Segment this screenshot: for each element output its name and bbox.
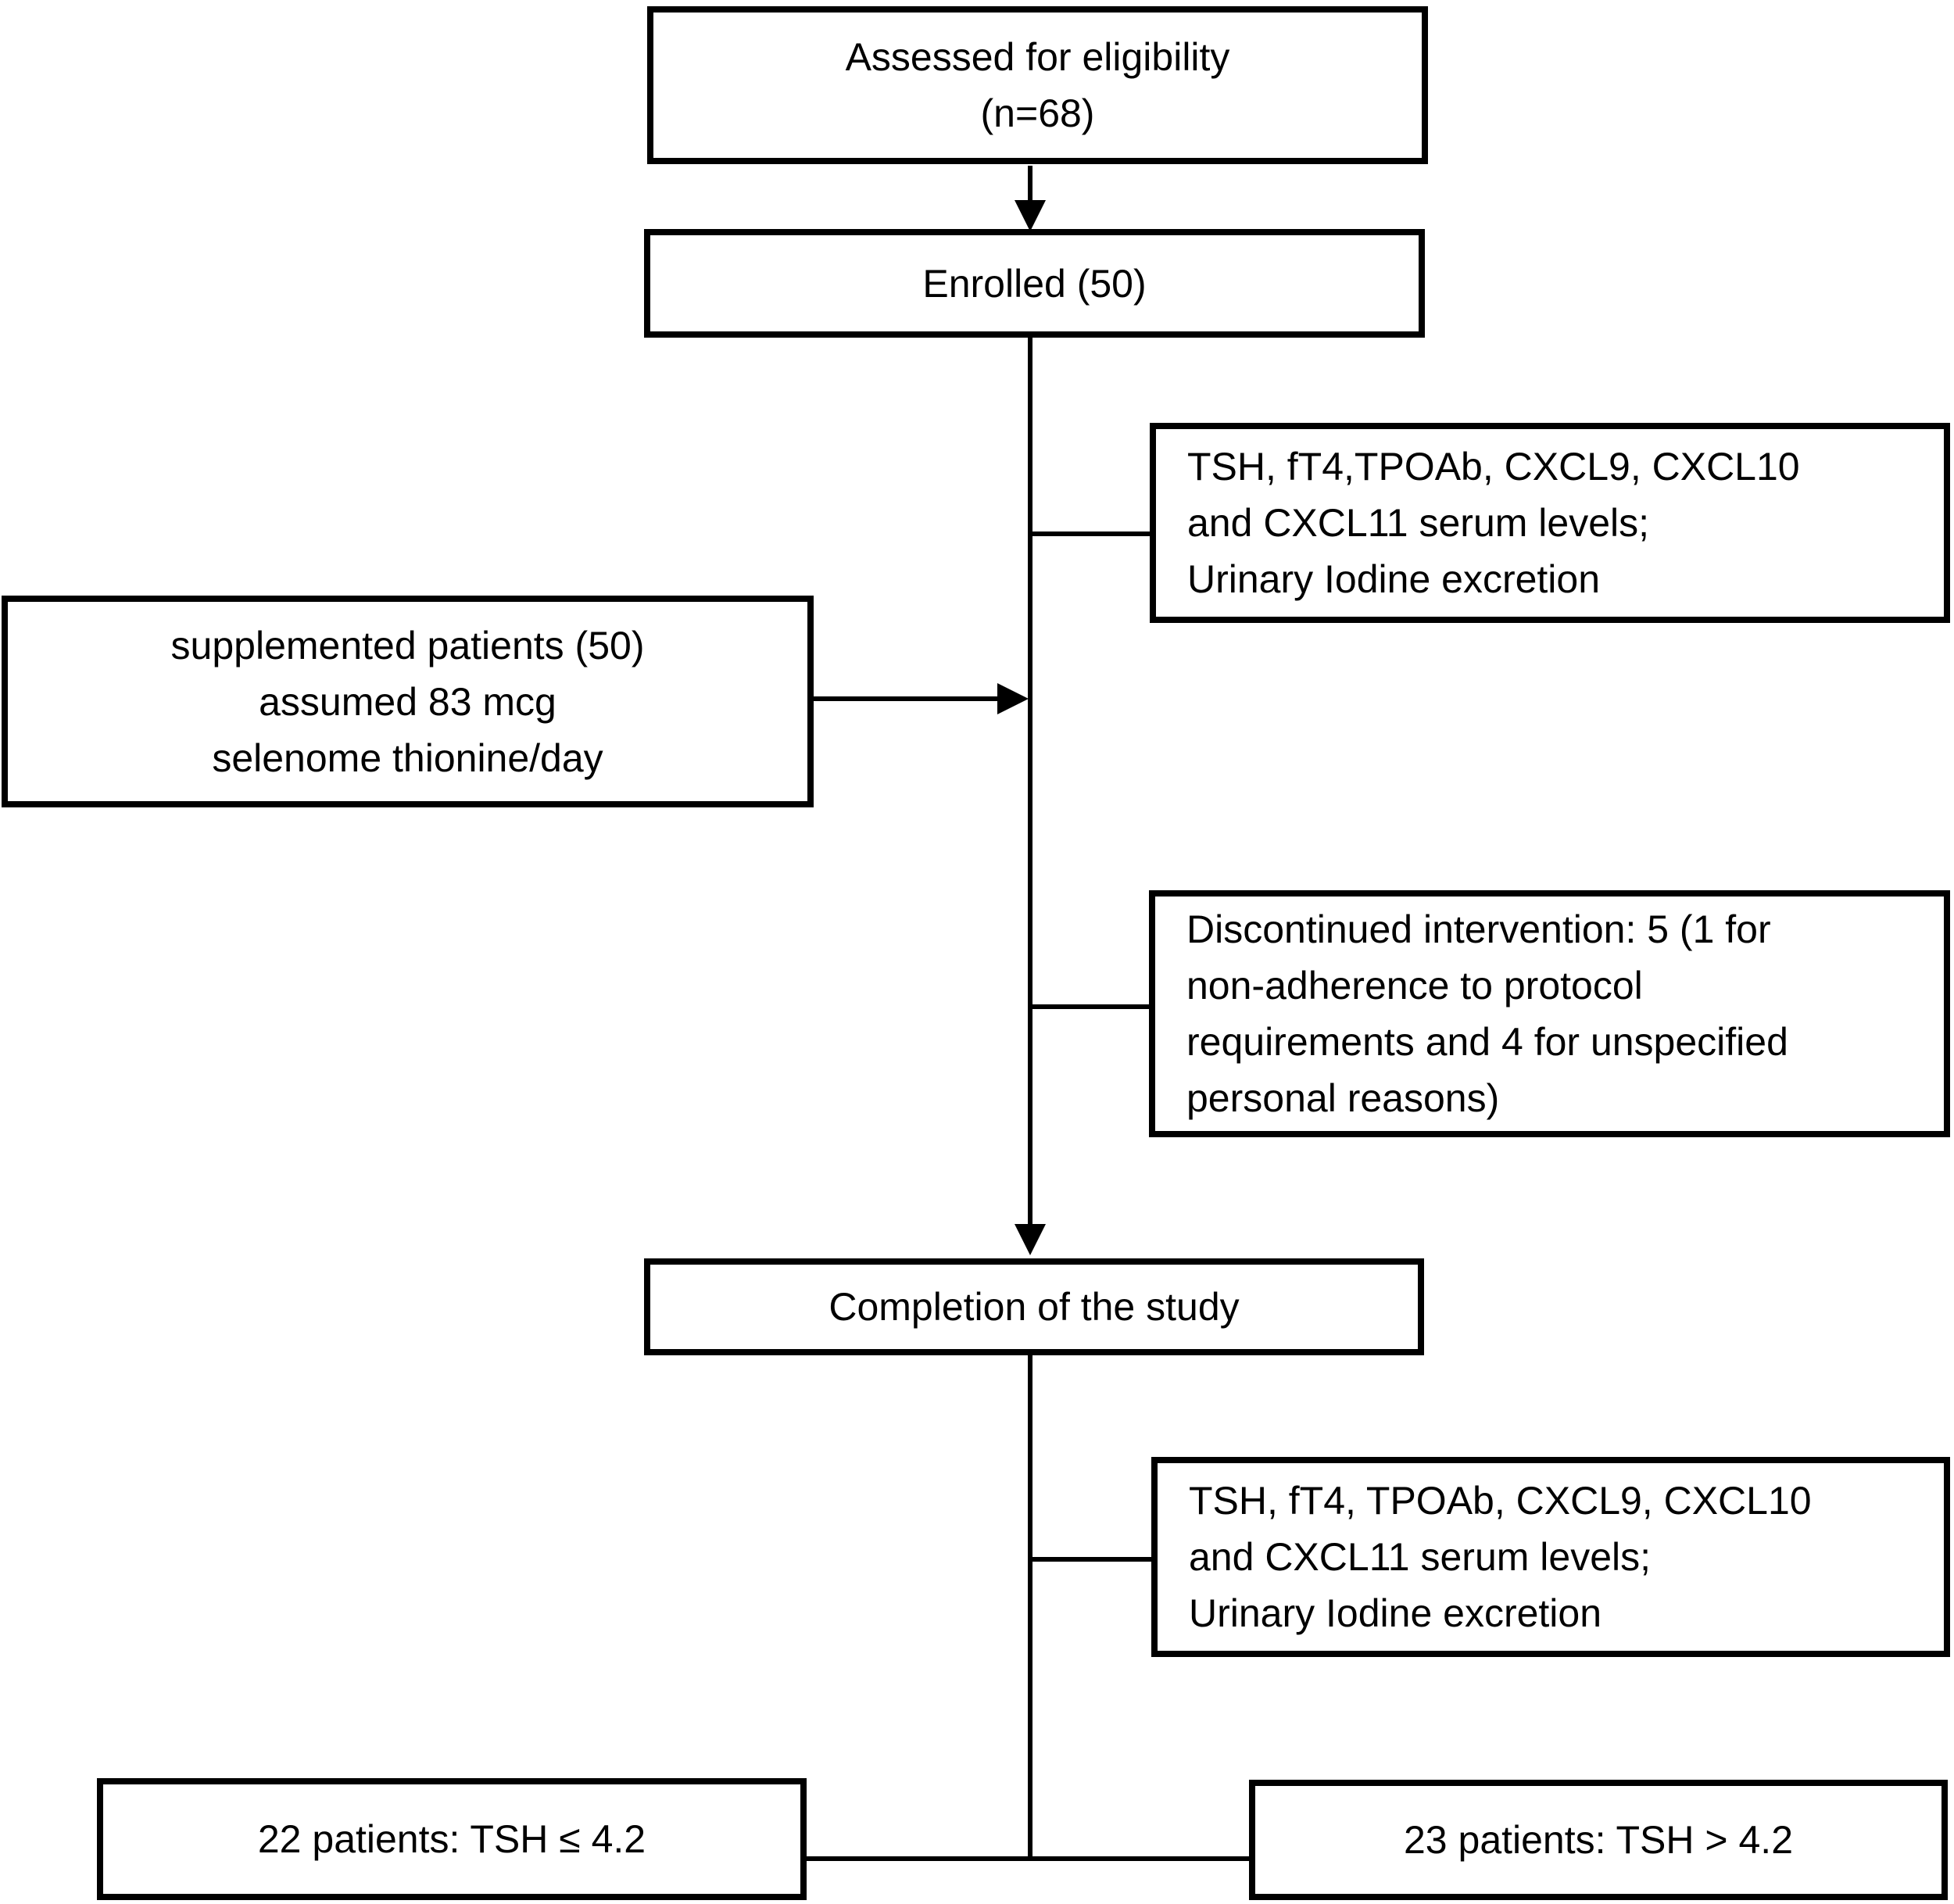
box-assessed-for-eligibility: Assessed for eligibility (n=68) bbox=[647, 6, 1428, 164]
bottom-split-line bbox=[806, 1856, 1249, 1861]
box-enrolled: Enrolled (50) bbox=[644, 229, 1425, 338]
box-discontinued-intervention: Discontinued intervention: 5 (1 for non-… bbox=[1149, 890, 1950, 1137]
box-discontinued-line3: requirements and 4 for unspecified bbox=[1186, 1020, 1788, 1064]
box-completion-of-study: Completion of the study bbox=[644, 1258, 1424, 1355]
box-enrolled-line1: Enrolled (50) bbox=[922, 261, 1147, 306]
box-tsh-low-line1: 22 patients: TSH ≤ 4.2 bbox=[257, 1817, 646, 1861]
box-post-tests-line2: and CXCL11 serum levels; bbox=[1189, 1535, 1652, 1579]
arrowhead-down-into-completion-icon bbox=[1015, 1224, 1046, 1255]
box-baseline-tests-line1: TSH, fT4,TPOAb, CXCL9, CXCL10 bbox=[1187, 445, 1800, 489]
box-completion-line1: Completion of the study bbox=[828, 1285, 1240, 1329]
box-assessed-line2: (n=68) bbox=[980, 91, 1095, 135]
box-post-tests-line3: Urinary Iodine excretion bbox=[1189, 1591, 1602, 1635]
connector-supplemented-line bbox=[810, 696, 1000, 701]
arrowhead-down-assessed-to-enrolled-icon bbox=[1015, 200, 1046, 231]
box-assessed-line1: Assessed for eligibility bbox=[845, 35, 1230, 79]
box-baseline-tests-line3: Urinary Iodine excretion bbox=[1187, 557, 1601, 601]
box-tsh-high-line1: 23 patients: TSH > 4.2 bbox=[1404, 1818, 1793, 1862]
main-vertical-line-upper bbox=[1028, 336, 1032, 1227]
box-post-tests-line1: TSH, fT4, TPOAb, CXCL9, CXCL10 bbox=[1189, 1479, 1812, 1523]
box-tsh-low-group: 22 patients: TSH ≤ 4.2 bbox=[97, 1778, 807, 1900]
branch-baseline-tests-line bbox=[1030, 531, 1151, 536]
box-baseline-tests: TSH, fT4,TPOAb, CXCL9, CXCL10 and CXCL11… bbox=[1150, 423, 1950, 623]
box-supplemented-patients: supplemented patients (50) assumed 83 mc… bbox=[2, 596, 814, 807]
connector-assessed-to-enrolled-line bbox=[1028, 166, 1032, 209]
box-discontinued-line2: non-adherence to protocol bbox=[1186, 964, 1643, 1007]
box-supplemented-line1: supplemented patients (50) bbox=[170, 623, 645, 667]
box-tsh-high-group: 23 patients: TSH > 4.2 bbox=[1249, 1780, 1948, 1900]
box-discontinued-line4: personal reasons) bbox=[1186, 1076, 1500, 1120]
arrowhead-right-supplemented-icon bbox=[997, 683, 1029, 714]
branch-discontinued-line bbox=[1030, 1004, 1149, 1009]
box-discontinued-line1: Discontinued intervention: 5 (1 for bbox=[1186, 907, 1771, 951]
branch-post-tests-line bbox=[1030, 1557, 1153, 1562]
box-post-tests: TSH, fT4, TPOAb, CXCL9, CXCL10 and CXCL1… bbox=[1151, 1457, 1950, 1657]
main-vertical-line-lower bbox=[1028, 1354, 1032, 1861]
box-supplemented-line3: selenome thionine/day bbox=[212, 735, 603, 780]
box-baseline-tests-line2: and CXCL11 serum levels; bbox=[1187, 501, 1650, 545]
box-supplemented-line2: assumed 83 mcg bbox=[259, 679, 556, 724]
